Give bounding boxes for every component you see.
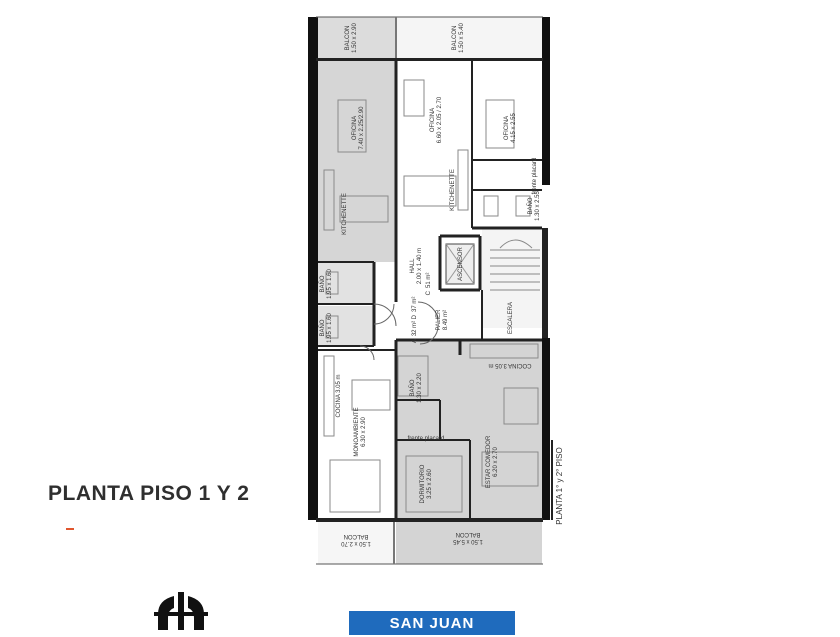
palier-label: PALIER8.49 m² — [436, 309, 449, 331]
estar-comedor-label: ESTAR COMEDOR6.20 x 2.70 — [486, 435, 499, 488]
dormitorio-label: DORMITORIO3.25 x 2.60 — [420, 464, 433, 503]
oficina-center-label: OFICINA6.60 x 2.05 / 2.70 — [430, 96, 443, 143]
balcony-bottom-right — [396, 522, 542, 564]
monoambiente-fill — [318, 350, 396, 520]
plan-side-label: PLANTA 1° y 2° PISO — [555, 447, 564, 524]
bano-center-label: BAÑO1.30 x 2.20 — [409, 372, 423, 402]
balcon-bottom-right-label: 1.50 x 5.45BALCON — [452, 531, 482, 544]
cocina-left-label: COCINA 3.05 m — [336, 374, 342, 417]
building-logo-icon — [154, 592, 208, 630]
san-juan-button[interactable]: SAN JUAN — [349, 611, 515, 635]
wall-facade-top — [316, 58, 543, 61]
balcony-top-right — [396, 17, 543, 60]
page-title: PLANTA PISO 1 Y 2 — [48, 482, 250, 505]
balcony-top-left — [316, 17, 396, 60]
apartment-center-fill — [396, 60, 472, 228]
kitchenette-left-label: KITCHENETTE — [342, 193, 348, 235]
placard-bottom-label: frente placard — [408, 436, 445, 442]
balcon-bottom-left-label: 1.50 x 2.70BALCON — [340, 533, 370, 546]
area-d-label: D37 m² — [412, 297, 418, 320]
area-c-label: C51 m² — [426, 273, 432, 296]
balcon-top-right-label: BALCON1.50 x 5.40 — [452, 22, 465, 52]
wall-right-bottom — [542, 338, 550, 520]
balcon-top-left-label: BALCON1.50 x 2.90 — [345, 22, 358, 52]
furniture — [323, 79, 539, 513]
hall-label: HALL2.00 x 1.40 m — [410, 248, 423, 284]
oficina-left-label: OFICINA7.40 x 2.25/2.90 — [352, 106, 365, 150]
wall-left — [308, 17, 318, 520]
interior-walls — [318, 60, 542, 522]
apartment-left-fill — [318, 60, 396, 262]
bano-left-2-fill — [318, 306, 374, 346]
bano-right-label: BAÑO1.30 x 2.55 — [527, 190, 541, 220]
wall-facade-bottom — [316, 518, 543, 522]
escalera-label: ESCALERA — [508, 302, 514, 334]
wall-right-mid — [542, 228, 548, 338]
ascensor-label: ASCENSOR — [458, 247, 464, 281]
cocina-right-label: COCINA 3.05 m — [488, 362, 531, 368]
stair-area — [482, 228, 542, 328]
bano-left-1-fill — [318, 262, 374, 304]
kitchenette-center-label: KITCHENETTE — [450, 169, 456, 211]
placard-top-label: frente placard — [532, 158, 538, 195]
door-swings — [359, 301, 439, 361]
wall-right-top — [542, 17, 550, 185]
monoambiente-label: MONOAMBIENTE6.30 x 2.90 — [354, 407, 367, 456]
bano-left-2-label: BAÑO1.95 x 1.60 — [319, 312, 333, 342]
stairs — [490, 239, 540, 291]
bano-left-1-label: BAÑO1.95 x 1.60 — [319, 268, 333, 298]
balcony-bottom-left — [318, 522, 394, 564]
area-a-label: A32 m² — [412, 321, 418, 343]
oficina-right-label: OFICINA4.15 x 2.55 — [504, 112, 517, 142]
accent-mark — [66, 528, 74, 530]
